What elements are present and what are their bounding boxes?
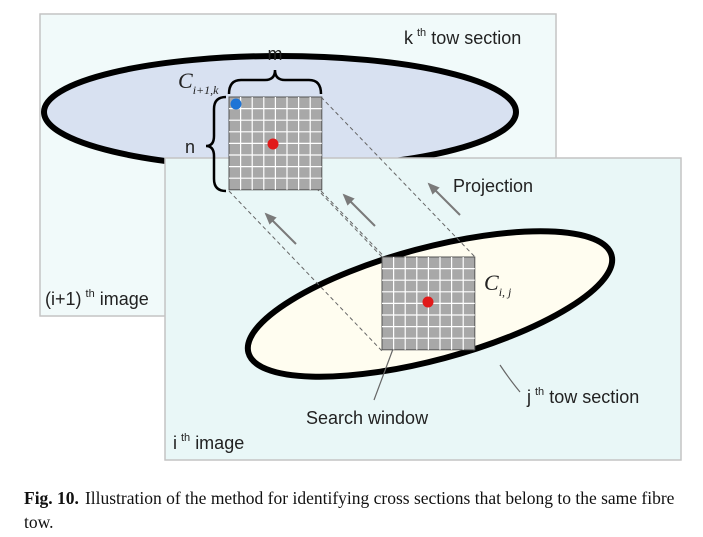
m-brace: [227, 69, 323, 95]
projection-arrows: [264, 182, 461, 245]
projection-label: Projection: [453, 176, 533, 196]
figure-caption: Fig. 10.Illustration of the method for i…: [24, 486, 696, 534]
search-window-pointer: [373, 348, 394, 401]
red-dot-bottom: [422, 296, 434, 308]
n-label: n: [185, 137, 195, 157]
j-tow-section-pointer: [499, 364, 521, 393]
red-dot-top: [267, 138, 279, 150]
arrow-1: [264, 212, 297, 245]
caption-label: Fig. 10.: [24, 488, 79, 508]
m-label: m: [268, 44, 283, 64]
caption-text: Illustration of the method for identifyi…: [24, 488, 675, 532]
arrow-3: [427, 182, 461, 216]
c-top-label: Ci+1,k: [178, 68, 219, 97]
c-bottom-label: Ci, j: [484, 270, 512, 299]
n-brace: [205, 95, 227, 193]
search-window-label: Search window: [306, 408, 429, 428]
arrow-2: [342, 193, 376, 227]
blue-dot: [230, 98, 242, 110]
